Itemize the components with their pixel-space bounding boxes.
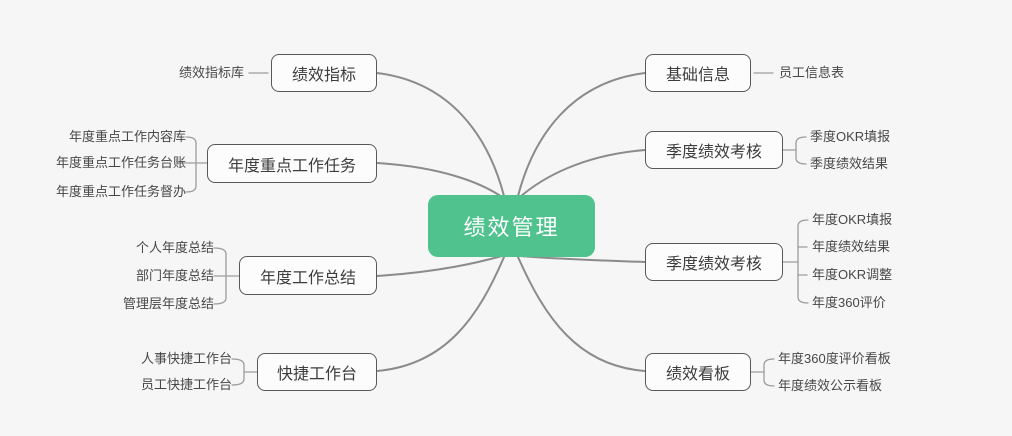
branch-node-performance-dashboard[interactable]: 绩效看板: [645, 353, 751, 391]
branch-node-annual-key-tasks[interactable]: 年度重点工作任务: [207, 144, 377, 183]
leaf-indicator-library[interactable]: 绩效指标库: [178, 65, 244, 80]
leaf-annual-okr-filing[interactable]: 年度OKR填报: [812, 212, 893, 227]
leaf-annual-key-content-library[interactable]: 年度重点工作内容库: [68, 129, 186, 144]
edge-left-3: [376, 255, 503, 277]
leaf-department-annual-summary[interactable]: 部门年度总结: [135, 268, 214, 283]
branch-node-annual-assessment[interactable]: 季度绩效考核: [645, 243, 783, 281]
leaf-annual-performance-results[interactable]: 年度绩效结果: [812, 239, 891, 254]
leaf-hr-quick-workbench[interactable]: 人事快捷工作台: [140, 351, 232, 366]
edge-left-2: [376, 162, 503, 198]
branch-node-quarterly-assessment[interactable]: 季度绩效考核: [645, 131, 783, 169]
leaf-annual-key-task-supervision[interactable]: 年度重点工作任务督办: [55, 184, 186, 199]
edge-right-4: [517, 256, 646, 372]
edge-right-1: [517, 72, 646, 197]
central-topic[interactable]: 绩效管理: [428, 195, 595, 257]
leaf-employee-info-table[interactable]: 员工信息表: [779, 65, 845, 80]
leaf-quarterly-okr-filing[interactable]: 季度OKR填报: [810, 129, 891, 144]
edge-left-4: [376, 256, 505, 372]
branch-node-annual-work-summary[interactable]: 年度工作总结: [239, 256, 377, 295]
leafline-l2-bracket: [185, 136, 197, 193]
leafline-r3-bracket: [797, 219, 809, 304]
leaf-annual-performance-publicity-dashboard[interactable]: 年度绩效公示看板: [778, 378, 883, 393]
leafline-r4-bracket: [763, 358, 775, 387]
leaf-quarterly-performance-results[interactable]: 季度绩效结果: [810, 156, 889, 171]
edge-right-2: [519, 149, 646, 198]
leaf-personal-annual-summary[interactable]: 个人年度总结: [135, 240, 214, 255]
leaf-annual-360-evaluation-dashboard[interactable]: 年度360度评价看板: [778, 351, 891, 366]
branch-node-quick-workbench[interactable]: 快捷工作台: [257, 353, 377, 391]
leafline-l4-bracket: [231, 358, 245, 386]
leaf-annual-360-evaluation[interactable]: 年度360评价: [812, 295, 886, 310]
leaf-management-annual-summary[interactable]: 管理层年度总结: [122, 296, 214, 311]
branch-node-performance-indicators[interactable]: 绩效指标: [271, 54, 377, 92]
leaf-annual-key-task-ledger[interactable]: 年度重点工作任务台账: [55, 155, 186, 170]
leaf-employee-quick-workbench[interactable]: 员工快捷工作台: [140, 377, 232, 392]
leafline-r2-bracket: [795, 136, 807, 165]
branch-node-basic-info[interactable]: 基础信息: [645, 54, 751, 92]
edge-left-1: [376, 72, 505, 197]
leaf-annual-okr-adjustment[interactable]: 年度OKR调整: [812, 267, 893, 282]
